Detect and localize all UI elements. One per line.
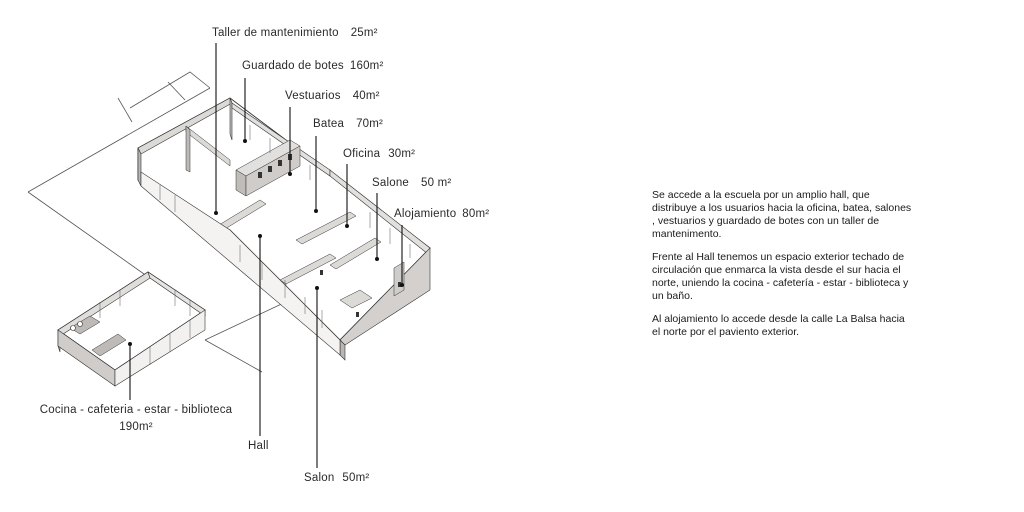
label-alojamiento: Alojamiento 80m² [394,208,489,220]
description-text: Se accede a la escuela por un amplio hal… [652,189,912,349]
description-paragraph-2: Frente al Hall tenemos un espacio exteri… [652,251,909,302]
label-batea: Batea 70m² [313,118,383,130]
label-cocina-name: Cocina - cafeteria - estar - biblioteca [39,404,233,416]
label-guardado-area: 160m² [349,60,384,72]
label-alojamiento-area: 80m² [462,208,490,220]
label-cocina-area: 190m² [119,421,153,433]
leader-dots [128,139,404,346]
label-taller-area: 25m² [350,27,378,39]
label-batea-area: 70m² [356,118,384,130]
description-paragraph-1: Se accede a la escuela por un amplio hal… [652,189,912,240]
label-guardado: Guardado de botes 160m² [242,60,383,72]
label-hall: Hall [248,440,269,452]
label-oficina-name: Oficina [343,148,381,160]
label-salone-area: 50 m² [421,177,452,189]
label-salone: Salone 50 m² [372,177,451,189]
label-batea-name: Batea [313,118,345,130]
label-taller-name: Taller de mantenimiento [212,27,339,39]
label-salon: Salon 50m² [304,472,369,484]
label-salone-name: Salone [372,177,410,189]
kitchen-building [57,271,206,387]
main-building [137,97,431,361]
label-vestuarios-area: 40m² [352,90,380,102]
label-alojamiento-name: Alojamiento [394,208,457,220]
label-taller: Taller de mantenimiento 25m² [212,27,378,39]
label-vestuarios-name: Vestuarios [285,90,341,102]
label-cocina: Cocina - cafeteria - estar - biblioteca … [36,404,236,433]
label-salon-area: 50m² [342,472,370,484]
label-hall-name: Hall [248,440,269,452]
label-guardado-name: Guardado de botes [242,60,344,72]
description-paragraph-3: Al alojamiento lo accede desde la calle … [652,313,905,338]
label-oficina: Oficina 30m² [343,148,415,160]
label-vestuarios: Vestuarios 40m² [285,90,380,102]
label-salon-name: Salon [304,472,335,484]
label-oficina-area: 30m² [388,148,416,160]
leader-lines [129,43,403,468]
